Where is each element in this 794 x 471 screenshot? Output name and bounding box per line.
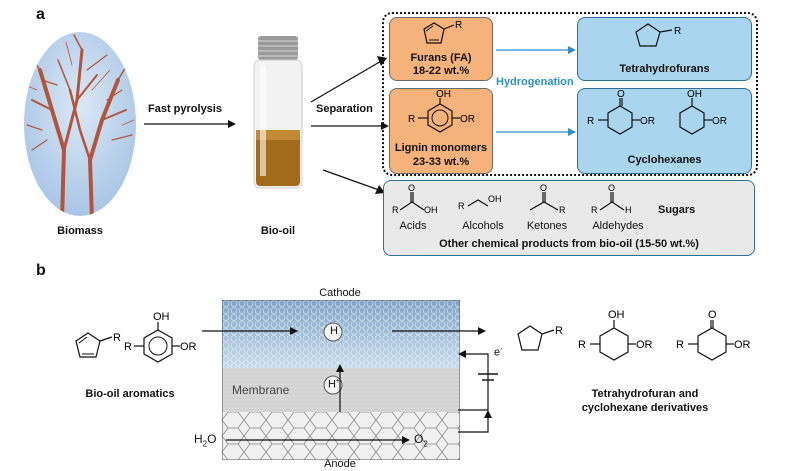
water-o: O [207,432,217,446]
anode-label: Anode [324,458,356,470]
phenol-reactant-or: OR [180,341,197,353]
membrane-label: Membrane [232,383,290,397]
thf-structure: R [635,23,681,47]
external-circuit [458,350,498,433]
acid-oh: OH [424,205,438,215]
furan-r: R [455,20,462,31]
furan-reactant-r: R [113,332,121,344]
cyclohexanone-structure: O R OR [587,89,655,135]
tetrahydrofurans-label: Tetrahydrofurans [619,63,710,75]
bio-oil-aromatics-label: Bio-oil aromatics [85,388,175,400]
oxygen-sub: 2 [423,439,428,449]
sugars-label: Sugars [658,204,696,216]
lignin-r: R [408,114,415,125]
alcohols-label: Alcohols [462,220,504,232]
fast-pyrolysis-label: Fast pyrolysis [148,103,222,115]
cyclohexanone-or: OR [640,116,655,127]
aldehyde-o: O [608,183,615,193]
electron-e: e [494,346,501,359]
separation-label: Separation [316,103,373,115]
lignin-structure: OH R OR [408,89,475,133]
cyclohexanone-o: O [617,89,625,100]
aldehyde-h: H [625,205,632,215]
bio-oil-vial-image [253,36,303,189]
aldehyde-r: R [591,205,598,215]
hydrogenation-label: Hydrogenation [496,76,574,88]
phenol-reactant-structure: OH R OR [124,311,197,363]
cyclohexanone-product-or: OR [734,339,751,351]
thf-product-r: R [555,325,563,337]
thf-r: R [674,26,681,37]
cyclohexanone-product-structure: O R OR [676,309,751,361]
proton-label: H+ [322,378,346,391]
furan-structure: R [423,20,462,44]
aldehydes-label: Aldehydes [592,220,644,232]
acid-o: O [408,183,415,193]
acid-r: R [392,205,399,215]
oxygen-label: O2 [414,432,428,448]
cyclohexanone-product-r: R [676,339,684,351]
water-sub: 2 [202,439,208,449]
water-label: H2O [194,432,216,448]
electron-minus: - [500,346,503,353]
ketones-label: Ketones [526,220,568,232]
cyclohexanes-box [577,88,752,174]
ketone-o: O [540,183,547,193]
furans-yield: 18-22 wt.% [412,65,470,77]
products-label-line2: cyclohexane derivatives [581,402,709,414]
other-products-box [383,180,755,256]
alcohol-r: R [458,201,465,211]
cyclohexanol-product-r: R [578,339,586,351]
alcohol-oh: OH [488,194,502,204]
biomass-label: Biomass [57,225,103,237]
reactant-arrow [202,327,298,335]
thf-product-structure: R [517,325,563,351]
furan-reactant-structure: R [75,332,121,358]
water-h: H [194,432,203,446]
pyrolysis-arrow [144,120,236,128]
other-products-label: Other chemical products from bio-oil (15… [439,238,699,250]
cyclohexanol-or: OR [712,116,727,127]
ketone-r: R [559,205,566,215]
ketones-structure: O R [529,183,566,215]
hydrogen-atom-label: H [330,325,338,337]
cyclohexanol-structure: OH OR [679,89,727,135]
hydrogenation-arrows [496,46,576,136]
panel-a-letter: a [36,6,45,23]
lignin-oh: OH [436,89,451,100]
oxygen-o: O [414,432,424,446]
products-label-line1: Tetrahydrofuran and [591,388,699,400]
separation-frame [382,12,758,176]
cyclohexanol-product-or: OR [636,339,653,351]
cyclohexanone-r: R [587,116,594,127]
proton-plus: + [335,378,341,385]
alcohols-structure: R OH [458,194,502,211]
acids-label: Acids [399,220,427,232]
aldehydes-structure: O R H [591,183,632,215]
phenol-reactant-r: R [124,341,132,353]
phenol-reactant-oh: OH [153,311,170,323]
cyclohexanes-label: Cyclohexanes [627,154,702,166]
electron-label: e- [494,346,502,359]
cyclohexanone-product-o: O [708,309,717,321]
cyclohexanol-oh: OH [687,89,702,100]
lignin-label: Lignin monomers [394,142,488,154]
furans-label: Furans (FA) [410,52,472,64]
lignin-or: OR [460,114,475,125]
acids-structure: O R OH [392,183,438,215]
biomass-trees-image [24,32,136,216]
product-arrow [392,327,486,335]
proton-h: H [327,378,336,391]
electrochemical-cell [222,300,460,460]
bio-oil-label: Bio-oil [260,225,296,237]
cyclohexanol-product-structure: OH R OR [578,309,653,361]
cyclohexanol-product-oh: OH [608,309,625,321]
cathode-label: Cathode [319,287,361,299]
lignin-yield: 23-33 wt.% [412,156,470,168]
tetrahydrofurans-box [577,17,752,81]
panel-b-letter: b [36,262,46,279]
